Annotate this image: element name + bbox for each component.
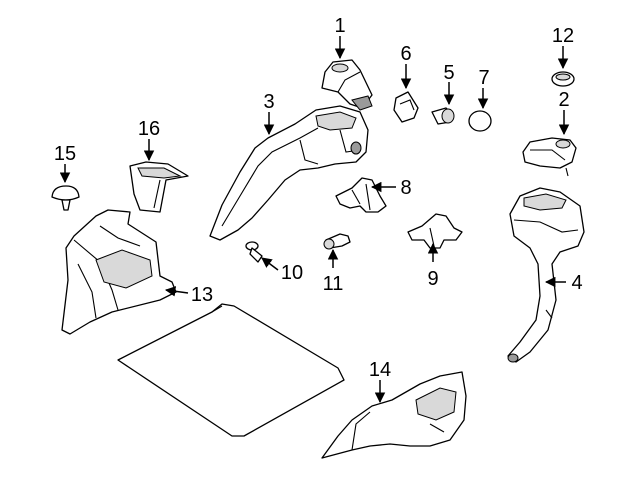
callout-2: 2 xyxy=(558,89,569,111)
part-13-side-panel xyxy=(61,209,177,335)
callout-arrows xyxy=(59,36,570,404)
part-3-pillar-trim xyxy=(209,105,369,241)
part-10-push-pin xyxy=(245,241,263,263)
callout-7: 7 xyxy=(478,67,489,89)
part-12-plug xyxy=(551,71,575,87)
part-14-lower-trim xyxy=(321,371,467,459)
callout-labels: 1 2 3 4 5 6 7 8 9 10 11 12 13 14 15 16 xyxy=(54,15,583,381)
callout-5: 5 xyxy=(443,62,454,84)
callout-16: 16 xyxy=(138,118,160,140)
callout-3: 3 xyxy=(263,91,274,113)
callout-14: 14 xyxy=(369,359,391,381)
part-7-cap xyxy=(468,110,492,132)
callout-10: 10 xyxy=(281,262,303,284)
callout-8: 8 xyxy=(400,177,411,199)
callout-12: 12 xyxy=(552,25,574,47)
callout-11: 11 xyxy=(323,273,344,295)
part-9-bracket xyxy=(407,213,463,249)
part-4-quarter-trim xyxy=(507,187,585,363)
callout-4: 4 xyxy=(571,272,582,294)
floor-mat xyxy=(117,303,345,437)
part-11-bolt xyxy=(323,233,351,250)
part-8-bracket xyxy=(335,177,387,213)
part-1-upper-bracket xyxy=(321,59,373,111)
callout-9: 9 xyxy=(427,268,438,290)
part-15-push-fastener xyxy=(51,185,80,211)
part-16-storage-bin xyxy=(129,161,189,213)
callout-13: 13 xyxy=(191,284,213,306)
part-5-screw xyxy=(431,107,455,125)
callout-1: 1 xyxy=(334,15,345,37)
part-6-clip-nut xyxy=(393,91,419,123)
part-2-right-bracket xyxy=(522,137,577,177)
callout-15: 15 xyxy=(54,143,76,165)
callout-6: 6 xyxy=(400,43,411,65)
